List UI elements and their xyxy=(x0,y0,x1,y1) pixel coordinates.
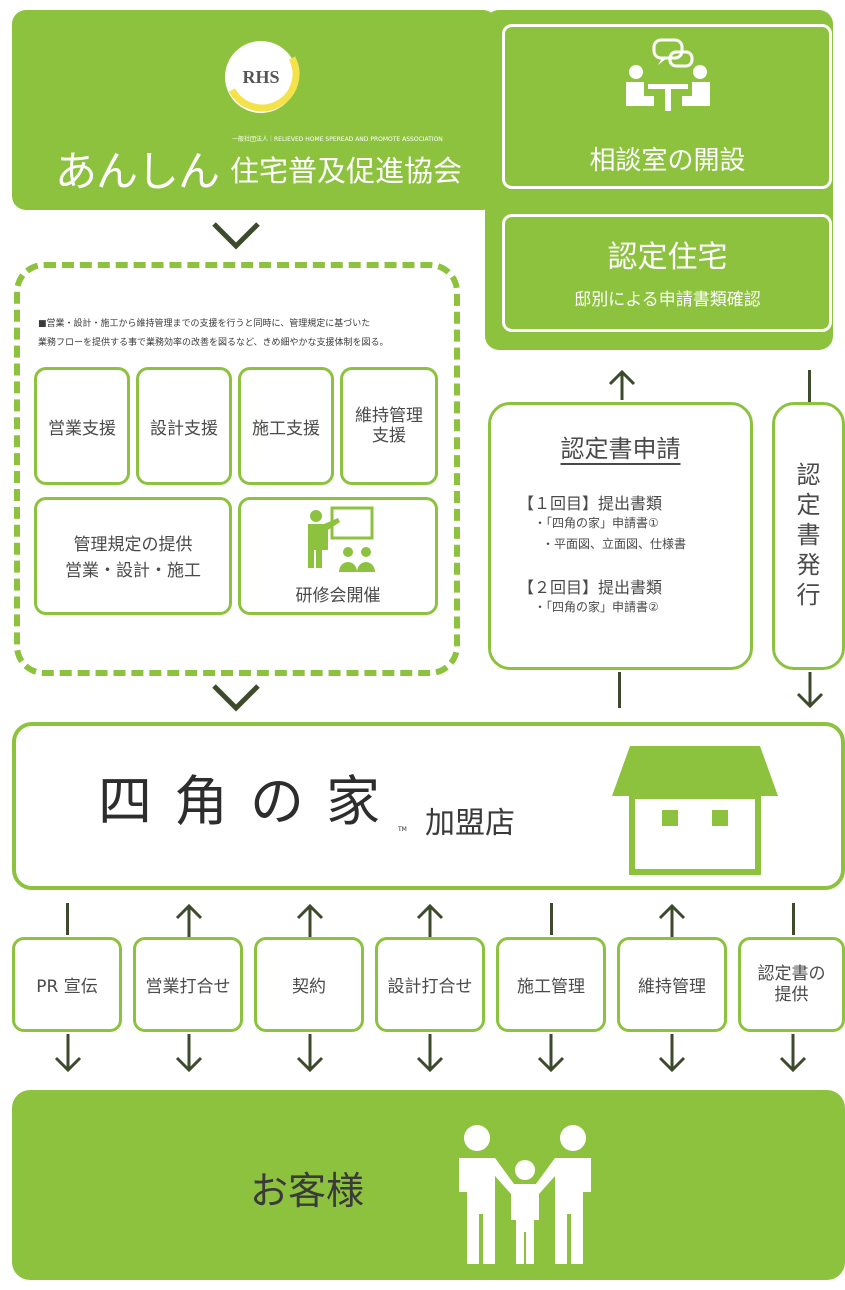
issue-label: 認 定 書 発 行 xyxy=(796,461,821,609)
step-construction-management: 施工管理 xyxy=(496,937,606,1032)
chevron-down-icon xyxy=(210,218,262,252)
support-item-design: 設計支援 xyxy=(136,367,232,485)
arrow-up-icon xyxy=(292,900,328,938)
arrow-down-icon xyxy=(171,1034,207,1076)
step-sales-meeting: 営業打合せ xyxy=(133,937,243,1032)
step-pr: PR 宣伝 xyxy=(12,937,122,1032)
rules-box xyxy=(34,497,232,615)
application-round1-item2: ・平面図、立面図、仕様書 xyxy=(542,537,687,551)
brand-char: 四 xyxy=(98,770,152,833)
arrow-down-icon xyxy=(792,672,828,712)
issue-box xyxy=(772,402,845,670)
rhs-logo-mark: RHS xyxy=(242,66,280,87)
consult-icon xyxy=(618,38,718,120)
org-kana: あんしん xyxy=(55,147,220,196)
brand-char: の xyxy=(250,770,304,833)
connector-line xyxy=(550,903,553,935)
chevron-down-icon xyxy=(210,680,262,714)
arrow-down-icon xyxy=(412,1034,448,1076)
support-description-1: ■営業・設計・施工から維持管理までの支援を行うと同時に、管理規定に基づいた xyxy=(38,319,371,329)
rhs-logo xyxy=(222,38,300,116)
seminar-label: 研修会開催 xyxy=(295,585,381,606)
support-panel xyxy=(14,262,460,676)
member-store-label: 加盟店 xyxy=(425,806,515,841)
right-panel xyxy=(485,10,833,350)
rules-line-1: 管理規定の提供 xyxy=(73,534,193,555)
brand-logo: 四 角 の 家 xyxy=(98,772,408,832)
house-icon xyxy=(610,740,780,875)
support-item-sales: 営業支援 xyxy=(34,367,130,485)
org-small-text: 一般社団法人｜RELIEVED HOME SPEREAD AND PROMOTE… xyxy=(232,136,443,143)
support-item-maintenance: 維持管理 支援 xyxy=(340,367,438,485)
arrow-up-icon xyxy=(171,900,207,938)
arrow-down-icon xyxy=(292,1034,328,1076)
connector-line xyxy=(792,903,795,935)
seminar-box xyxy=(238,497,438,615)
customer-panel xyxy=(12,1090,845,1280)
customer-label: お客様 xyxy=(250,1169,365,1213)
support-description-2: 業務フローを提供する事で業務効率の改善を図るなど、きめ細やかな支援体制を図る。 xyxy=(38,338,389,348)
connector-line xyxy=(808,370,811,402)
org-name: 住宅普及促進協会 xyxy=(230,154,463,188)
connector-line xyxy=(66,903,69,935)
application-round2: 【２回目】提出書類 xyxy=(518,578,663,597)
step-contract: 契約 xyxy=(254,937,364,1032)
family-icon xyxy=(455,1120,595,1265)
trademark: TM xyxy=(398,826,407,833)
arrow-up-icon xyxy=(654,900,690,938)
brand-char: 角 xyxy=(174,770,228,833)
arrow-up-icon xyxy=(412,900,448,938)
consult-room-box xyxy=(502,24,832,189)
application-round2-item1: ・「四角の家」申請書② xyxy=(534,600,659,614)
brand-char: 家 xyxy=(326,770,380,833)
certified-housing-box xyxy=(502,214,832,332)
application-title: 認定書申請 xyxy=(560,434,681,463)
application-box xyxy=(488,402,753,670)
application-round1-item1: ・「四角の家」申請書① xyxy=(534,516,659,530)
support-item-construction: 施工支援 xyxy=(238,367,334,485)
step-maintenance: 維持管理 xyxy=(617,937,727,1032)
consult-room-label: 相談室の開設 xyxy=(589,145,746,176)
certified-housing-subtitle: 邸別による申請書類確認 xyxy=(574,289,761,310)
arrow-down-icon xyxy=(50,1034,86,1076)
step-certificate-provision: 認定書の 提供 xyxy=(738,937,845,1032)
connector-line xyxy=(618,672,621,708)
certified-housing-title: 認定住宅 xyxy=(607,240,728,275)
rules-line-2: 営業・設計・施工 xyxy=(65,560,201,581)
application-round1: 【１回目】提出書類 xyxy=(518,494,663,513)
arrow-down-icon xyxy=(533,1034,569,1076)
arrow-up-icon xyxy=(604,366,640,402)
arrow-down-icon xyxy=(654,1034,690,1076)
arrow-down-icon xyxy=(775,1034,811,1076)
step-design-meeting: 設計打合せ xyxy=(375,937,485,1032)
seminar-icon xyxy=(300,506,380,576)
